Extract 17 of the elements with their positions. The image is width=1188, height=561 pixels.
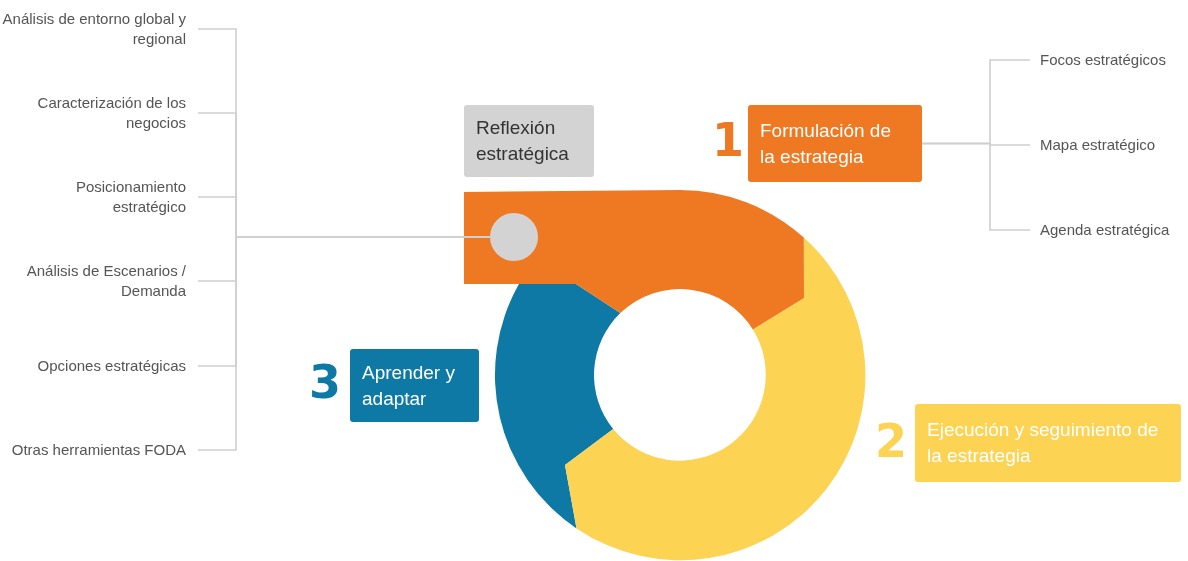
tool-label: Otras herramientas FODA: [0, 430, 198, 470]
stage-box: Ejecución y seguimiento de la estrategia: [915, 404, 1181, 482]
tool-label: Análisis de Escenarios / Demanda: [0, 261, 198, 301]
tool-label: Focos estratégicos: [1030, 50, 1186, 70]
step-number: 3: [309, 358, 341, 405]
tool-label: Posicionamiento estratégico: [0, 177, 198, 217]
tool-label: Mapa estratégico: [1030, 135, 1186, 155]
stage-box: Formulación de la estrategia: [748, 105, 922, 182]
tool-label: Caracterización de los negocios: [0, 93, 198, 133]
tool-label: Agenda estratégica: [1030, 220, 1186, 240]
stage-box: Reflexión estratégica: [464, 105, 594, 177]
connector-line: [921, 142, 1031, 231]
tool-label: Análisis de entorno global y regional: [0, 9, 198, 49]
step-number: 2: [875, 418, 907, 464]
step-number: 1: [712, 116, 744, 163]
stage-box: Aprender y adaptar: [350, 349, 479, 422]
tool-label: Opciones estratégicas: [0, 356, 198, 376]
